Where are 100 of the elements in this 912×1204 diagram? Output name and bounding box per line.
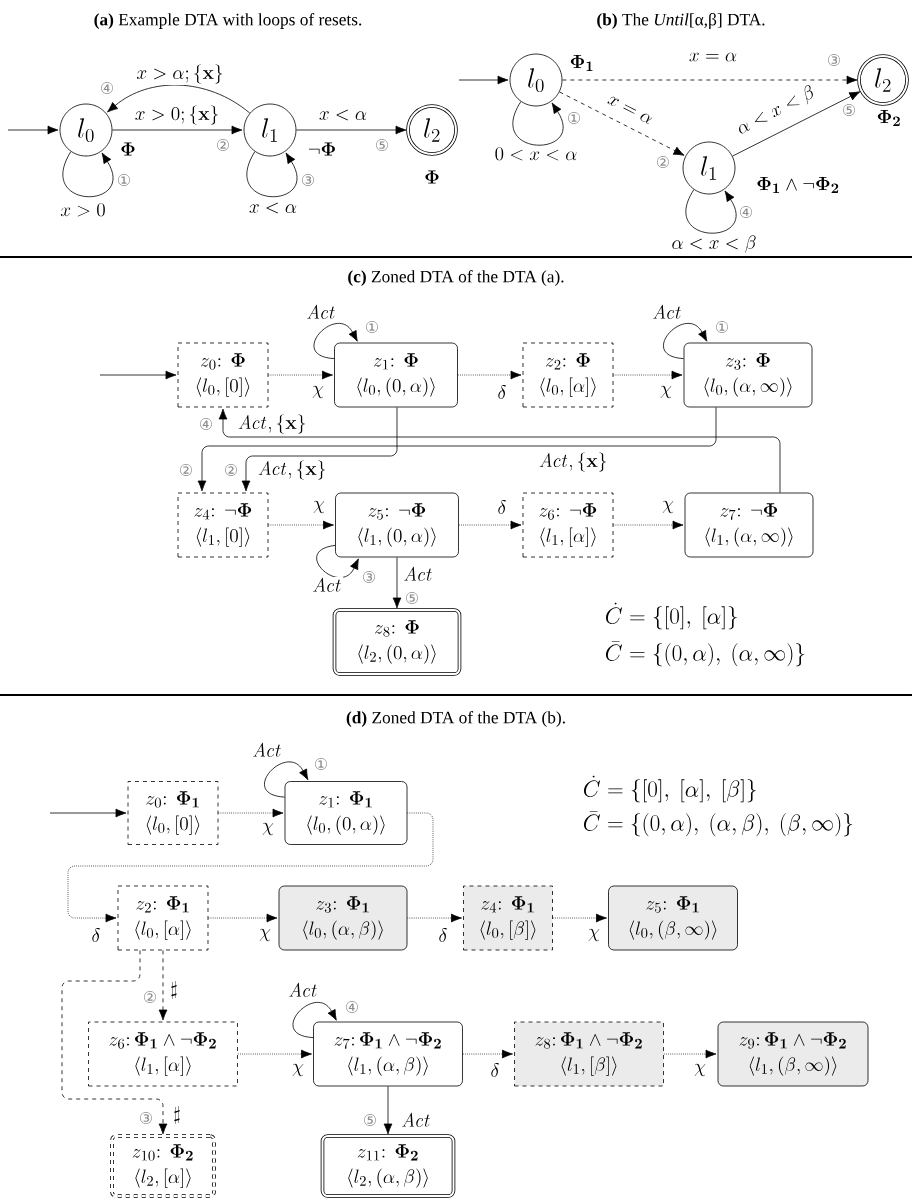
- arrow: [613, 520, 684, 530]
- arrow: [218, 408, 781, 493]
- edge-label: $\chi$: [260, 821, 276, 837]
- arrow: [218, 808, 284, 818]
- zone-box: $z_7\colon\mathbf{\Phi_1}\wedge\neg\mathbf{\Phi_2}$ $\langle l_1,(\alpha,\beta)\rangle$: [313, 1021, 463, 1087]
- arrow: [237, 1049, 312, 1059]
- arrow: [7, 125, 59, 135]
- callout-number: ③: [361, 570, 377, 584]
- arrow: [316, 545, 359, 578]
- arrow: [313, 323, 358, 359]
- edge-label: $\chi$: [311, 499, 327, 515]
- edge-label: $\delta$: [90, 927, 102, 943]
- edge-label: $\mathit{Act}$: [310, 577, 344, 593]
- callout-number: ②: [215, 138, 231, 152]
- arrow: [197, 407, 717, 492]
- callout-number: ③: [300, 173, 316, 187]
- edge-label: $x<\alpha$: [247, 201, 299, 215]
- callout-number: ①: [714, 320, 730, 334]
- edge-label: $\delta$: [496, 384, 508, 400]
- edge-label: $x>0$: [59, 202, 107, 218]
- edge-label: $\delta$: [496, 499, 508, 515]
- state-annotation: $\mathbf{\Phi_1}$: [570, 55, 593, 72]
- arrow: [49, 808, 127, 818]
- arrow: [732, 91, 861, 157]
- arrow: [107, 84, 251, 114]
- arrow: [562, 75, 858, 85]
- arrow: [61, 950, 168, 1135]
- clock-region-formula: $\dot{C}=\{[0],\ [\alpha],\ [\beta]\}$: [584, 775, 756, 803]
- arrow: [99, 370, 177, 380]
- state-annotation: $\neg\mathbf{\Phi}$: [308, 142, 335, 156]
- callout-number: ⑤: [404, 591, 420, 605]
- edge-label: $\mathit{Act}$: [401, 566, 435, 582]
- arrow: [512, 101, 564, 146]
- zone-box: $z_1\colon\ \mathbf{\Phi}$ $\langle l_0,(0,\alpha)\rangle$: [334, 342, 458, 408]
- zone-box: $z_3\colon\ \mathbf{\Phi_1}$ $\langle l_0,(\alpha,\beta)\rangle$: [278, 885, 408, 951]
- arrow: [383, 1086, 393, 1135]
- arrow: [407, 913, 462, 923]
- edge-label: $\chi$: [290, 1062, 306, 1078]
- state-annotation: $\mathbf{\Phi}$: [121, 142, 135, 156]
- arrow: [268, 520, 334, 530]
- arrow: [208, 913, 278, 923]
- callout-number: ④: [198, 417, 214, 431]
- arrow: [292, 1002, 337, 1038]
- callout-number: ①: [313, 757, 329, 771]
- zone-box: $z_6\colon\mathbf{\Phi_1}\wedge\neg\mathbf{\Phi_2}$ $\langle l_1,[\alpha]\rangle$: [88, 1021, 238, 1087]
- arrow: [268, 370, 333, 380]
- arrow: [613, 370, 683, 380]
- edge-label: $\chi$: [660, 499, 676, 515]
- zone-box: $z_0\colon\ \mathbf{\Phi}$ $\langle l_0,[0]\rangle$: [177, 342, 269, 408]
- edge-label: $\chi$: [310, 384, 326, 400]
- zone-box: $z_2\colon\ \mathbf{\Phi}$ $\langle l_0,[\alpha]\rangle$: [522, 342, 614, 408]
- accepting-zone-box: $z_{11}\colon\ \mathbf{\Phi_2}$ $\langle l_2,(\alpha,\beta)\rangle$: [320, 1134, 456, 1198]
- arrow: [552, 913, 607, 923]
- zone-box: $z_9\colon\mathbf{\Phi_1}\wedge\neg\mathbf{\Phi_2}$ $\langle l_1,(\beta,\infty)\rangle$: [717, 1021, 869, 1087]
- arrow: [264, 761, 309, 798]
- zone-box: $z_6\colon\ \neg\mathbf{\Phi}$ $\langle l_1,[\alpha]\rangle$: [522, 492, 614, 558]
- edge-label: $\sharp$: [169, 980, 179, 1000]
- arrow: [112, 125, 243, 135]
- arrow: [663, 1049, 717, 1059]
- edge-label: $\chi$: [257, 927, 273, 943]
- edge-label: $\chi$: [692, 1062, 708, 1078]
- zone-box: $z_8\colon\mathbf{\Phi_1}\wedge\neg\mathbf{\Phi_2}$ $\langle l_1,[\beta]\rangle$: [514, 1021, 664, 1087]
- edge-label: $\chi$: [586, 927, 602, 943]
- clock-region-formula: $\bar{C}=\{(0,\alpha),\ (\alpha,\beta),\ (\beta,\infty)\}$: [584, 811, 853, 837]
- edge-label: $\mathit{Act}$: [250, 742, 284, 758]
- edge-label: $\mathit{Act},\{\mathbf{x}\}$: [256, 459, 328, 481]
- edge-label: $\sharp$: [172, 1105, 182, 1125]
- arrow: [663, 323, 708, 359]
- edge-label: $\mathit{Act}$: [399, 1112, 433, 1128]
- subfigure-caption: (a) Example DTA with loops of resets.: [94, 13, 362, 29]
- callout-number: ②: [142, 990, 158, 1004]
- callout-number: ④: [344, 1000, 360, 1014]
- arrow: [392, 557, 402, 609]
- zone-box: $z_1\colon\ \mathbf{\Phi_1}$ $\langle l_0,(0,\alpha)\rangle$: [284, 781, 408, 845]
- edge-label: $\delta$: [489, 1062, 501, 1078]
- arrow: [462, 1049, 513, 1059]
- edge-label: $x>0;\{\mathbf{x}\}$: [133, 104, 221, 126]
- zone-box: $z_4\colon\ \neg\mathbf{\Phi}$ $\langle l_1,[0]\rangle$: [177, 492, 269, 558]
- state-annotation: $\mathbf{\Phi_2}$: [877, 110, 900, 127]
- accepting-zone-box: $z_8\colon\ \mathbf{\Phi}$ $\langle l_2,(0,\alpha)\rangle$: [332, 608, 462, 676]
- edge-label: $\mathit{Act},\{\mathbf{x}\}$: [236, 413, 308, 435]
- edge-label: $\delta$: [437, 927, 449, 943]
- zone-box: $z_5\colon\ \mathbf{\Phi_1}$ $\langle l_0,(\beta,\infty)\rangle$: [608, 885, 738, 951]
- arrow: [62, 151, 114, 198]
- arrow: [457, 370, 522, 380]
- zone-box: $z_7\colon\ \neg\mathbf{\Phi}$ $\langle l_1,(\alpha,\infty)\rangle$: [684, 492, 814, 558]
- subfigure-caption: (b) The Until[α,β] DTA.: [597, 13, 765, 29]
- callout-number: ③: [138, 1111, 154, 1125]
- clock-region-formula: $\bar{C}=\{(0,\alpha),\ (\alpha,\infty)\}$: [606, 641, 805, 667]
- arrow: [67, 812, 434, 923]
- callout-number: ⑤: [362, 1113, 378, 1127]
- callout-number: ⑤: [374, 138, 390, 152]
- subfigure-caption: (d) Zoned DTA of the DTA (b).: [346, 711, 565, 727]
- arrow: [458, 520, 522, 530]
- callout-number: ②: [223, 463, 239, 477]
- state-annotation: $\mathbf{\Phi_1}\wedge\neg\mathbf{\Phi_2}$: [757, 177, 839, 194]
- clock-region-formula: $\dot{C}=\{[0],\ [\alpha]\}$: [606, 602, 737, 630]
- edge-label: $\mathit{Act}$: [304, 304, 338, 320]
- edge-label: $0<x<\alpha$: [493, 146, 579, 162]
- edge-label: $\mathit{Act},\{\mathbf{x}\}$: [537, 451, 609, 473]
